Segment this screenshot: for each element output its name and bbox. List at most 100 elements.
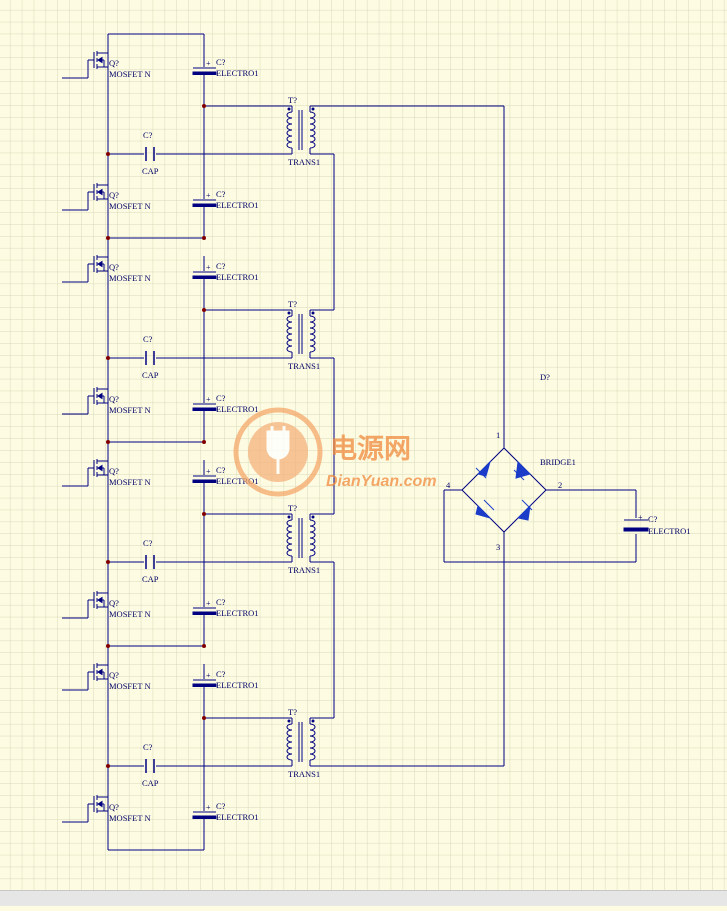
electrolytic-cap-7[interactable]: + C?ELECTRO1 — [192, 669, 259, 690]
mosfet-3[interactable]: Q?MOSFET N — [62, 255, 151, 283]
transformer-designator: T? — [288, 707, 297, 717]
svg-text:+: + — [638, 513, 643, 522]
transformer-4[interactable]: T?TRANS1 — [286, 707, 320, 779]
electrolytic-cap-4[interactable]: + C?ELECTRO1 — [192, 393, 259, 414]
electro-designator: C? — [216, 189, 226, 199]
mosfet-value: MOSFET N — [109, 681, 151, 691]
mosfet-1[interactable]: Q?MOSFET N — [62, 51, 151, 79]
mosfet-value: MOSFET N — [109, 477, 151, 487]
polarity-plus: + — [206, 803, 211, 812]
electrolytic-cap-3[interactable]: + C?ELECTRO1 — [192, 261, 259, 282]
electro-value: ELECTRO1 — [216, 272, 259, 282]
mosfet-designator: Q? — [109, 802, 119, 812]
transformer-value: TRANS1 — [288, 361, 320, 371]
watermark-en: DianYuan.com — [326, 473, 437, 490]
watermark-cn: 电源网 — [330, 434, 411, 464]
electro-value: ELECTRO1 — [216, 608, 259, 618]
cap-designator: C? — [143, 334, 153, 344]
mosfet-value: MOSFET N — [109, 813, 151, 823]
transformer-designator: T? — [288, 503, 297, 513]
output-cap-designator: C? — [648, 514, 658, 524]
polarity-plus: + — [206, 671, 211, 680]
mosfet-8[interactable]: Q?MOSFET N — [62, 795, 151, 823]
wires — [107, 33, 637, 851]
polarity-plus: + — [206, 191, 211, 200]
mosfet-value: MOSFET N — [109, 405, 151, 415]
polarity-plus: + — [206, 599, 211, 608]
electro-designator: C? — [216, 261, 226, 271]
mosfet-value: MOSFET N — [109, 201, 151, 211]
cap-value: CAP — [142, 778, 159, 788]
bridge-diode-3 — [475, 499, 495, 520]
mosfet-6[interactable]: Q?MOSFET N — [62, 591, 151, 619]
transformer-3[interactable]: T?TRANS1 — [286, 503, 320, 575]
watermark-logo: 电源网 DianYuan.com — [233, 407, 437, 497]
mosfet-4[interactable]: Q?MOSFET N — [62, 387, 151, 415]
cap-3[interactable]: C? CAP — [142, 538, 159, 584]
transformer-1[interactable]: T? TRANS1 — [286, 95, 320, 167]
electro-designator: C? — [216, 57, 226, 67]
electro-value: ELECTRO1 — [216, 404, 259, 414]
mosfet-value: MOSFET N — [109, 69, 151, 79]
polarity-plus: + — [206, 467, 211, 476]
electrolytic-cap-2[interactable]: + C?ELECTRO1 — [192, 189, 259, 210]
output-capacitor[interactable]: + C? ELECTRO1 — [623, 513, 691, 536]
mosfet-value: MOSFET N — [109, 273, 151, 283]
electrolytic-cap-6[interactable]: + C?ELECTRO1 — [192, 597, 259, 618]
mosfet-5[interactable]: Q?MOSFET N — [62, 459, 151, 487]
bridge-pin-2: 2 — [558, 480, 562, 490]
output-cap-value: ELECTRO1 — [648, 526, 691, 536]
mosfet-designator: Q? — [109, 190, 119, 200]
cap-value: CAP — [142, 166, 159, 176]
bridge-rectifier[interactable]: D? BRIDGE1 1 2 3 4 — [446, 372, 576, 552]
electrolytic-cap-1[interactable]: + C?ELECTRO1 — [192, 57, 259, 78]
cap-designator: C? — [143, 538, 153, 548]
cap-value: CAP — [142, 370, 159, 380]
bridge-pin-4: 4 — [446, 480, 451, 490]
electro-value: ELECTRO1 — [216, 476, 259, 486]
mosfet-designator: Q? — [109, 394, 119, 404]
transformer-designator: T? — [288, 299, 297, 309]
grid — [0, 0, 727, 890]
polarity-plus: + — [206, 263, 211, 272]
polarity-plus: + — [206, 395, 211, 404]
bridge-diode-4 — [516, 499, 533, 521]
cap-designator: C? — [143, 742, 153, 752]
bridge-designator: D? — [540, 372, 550, 382]
mosfet-7[interactable]: Q?MOSFET N — [62, 663, 151, 691]
electro-value: ELECTRO1 — [216, 812, 259, 822]
mosfet-2[interactable]: Q?MOSFET N — [62, 183, 151, 211]
electro-designator: C? — [216, 669, 226, 679]
mosfet-designator: Q? — [109, 466, 119, 476]
junctions — [106, 104, 206, 768]
transformer-value: TRANS1 — [288, 157, 320, 167]
mosfet-designator: Q? — [109, 58, 119, 68]
electrolytic-cap-5[interactable]: + C?ELECTRO1 — [192, 465, 259, 486]
electro-designator: C? — [216, 597, 226, 607]
mosfet-designator: Q? — [109, 598, 119, 608]
bridge-diode-2 — [513, 460, 531, 481]
transformer-designator: T? — [288, 95, 297, 105]
polarity-plus: + — [206, 59, 211, 68]
electro-designator: C? — [216, 393, 226, 403]
bridge-diode-1 — [475, 460, 492, 479]
bridge-pin-1: 1 — [496, 430, 500, 440]
electro-designator: C? — [216, 465, 226, 475]
bridge-value: BRIDGE1 — [540, 457, 576, 467]
mosfet-designator: Q? — [109, 262, 119, 272]
cap-1[interactable]: C?CAP — [142, 130, 159, 176]
mosfet-value: MOSFET N — [109, 609, 151, 619]
cap-value: CAP — [142, 574, 159, 584]
status-strip — [0, 891, 727, 906]
electro-designator: C? — [216, 801, 226, 811]
cap-2[interactable]: C? CAP — [142, 334, 159, 380]
plug-icon — [266, 426, 290, 474]
bridge-pin-3: 3 — [496, 542, 500, 552]
transformer-2[interactable]: T? TRANS1 — [286, 299, 320, 371]
electrolytic-cap-8[interactable]: + C?ELECTRO1 — [192, 801, 259, 822]
electro-value: ELECTRO1 — [216, 200, 259, 210]
electro-value: ELECTRO1 — [216, 680, 259, 690]
electro-value: ELECTRO1 — [216, 68, 259, 78]
cap-4[interactable]: C? CAP — [142, 742, 159, 788]
